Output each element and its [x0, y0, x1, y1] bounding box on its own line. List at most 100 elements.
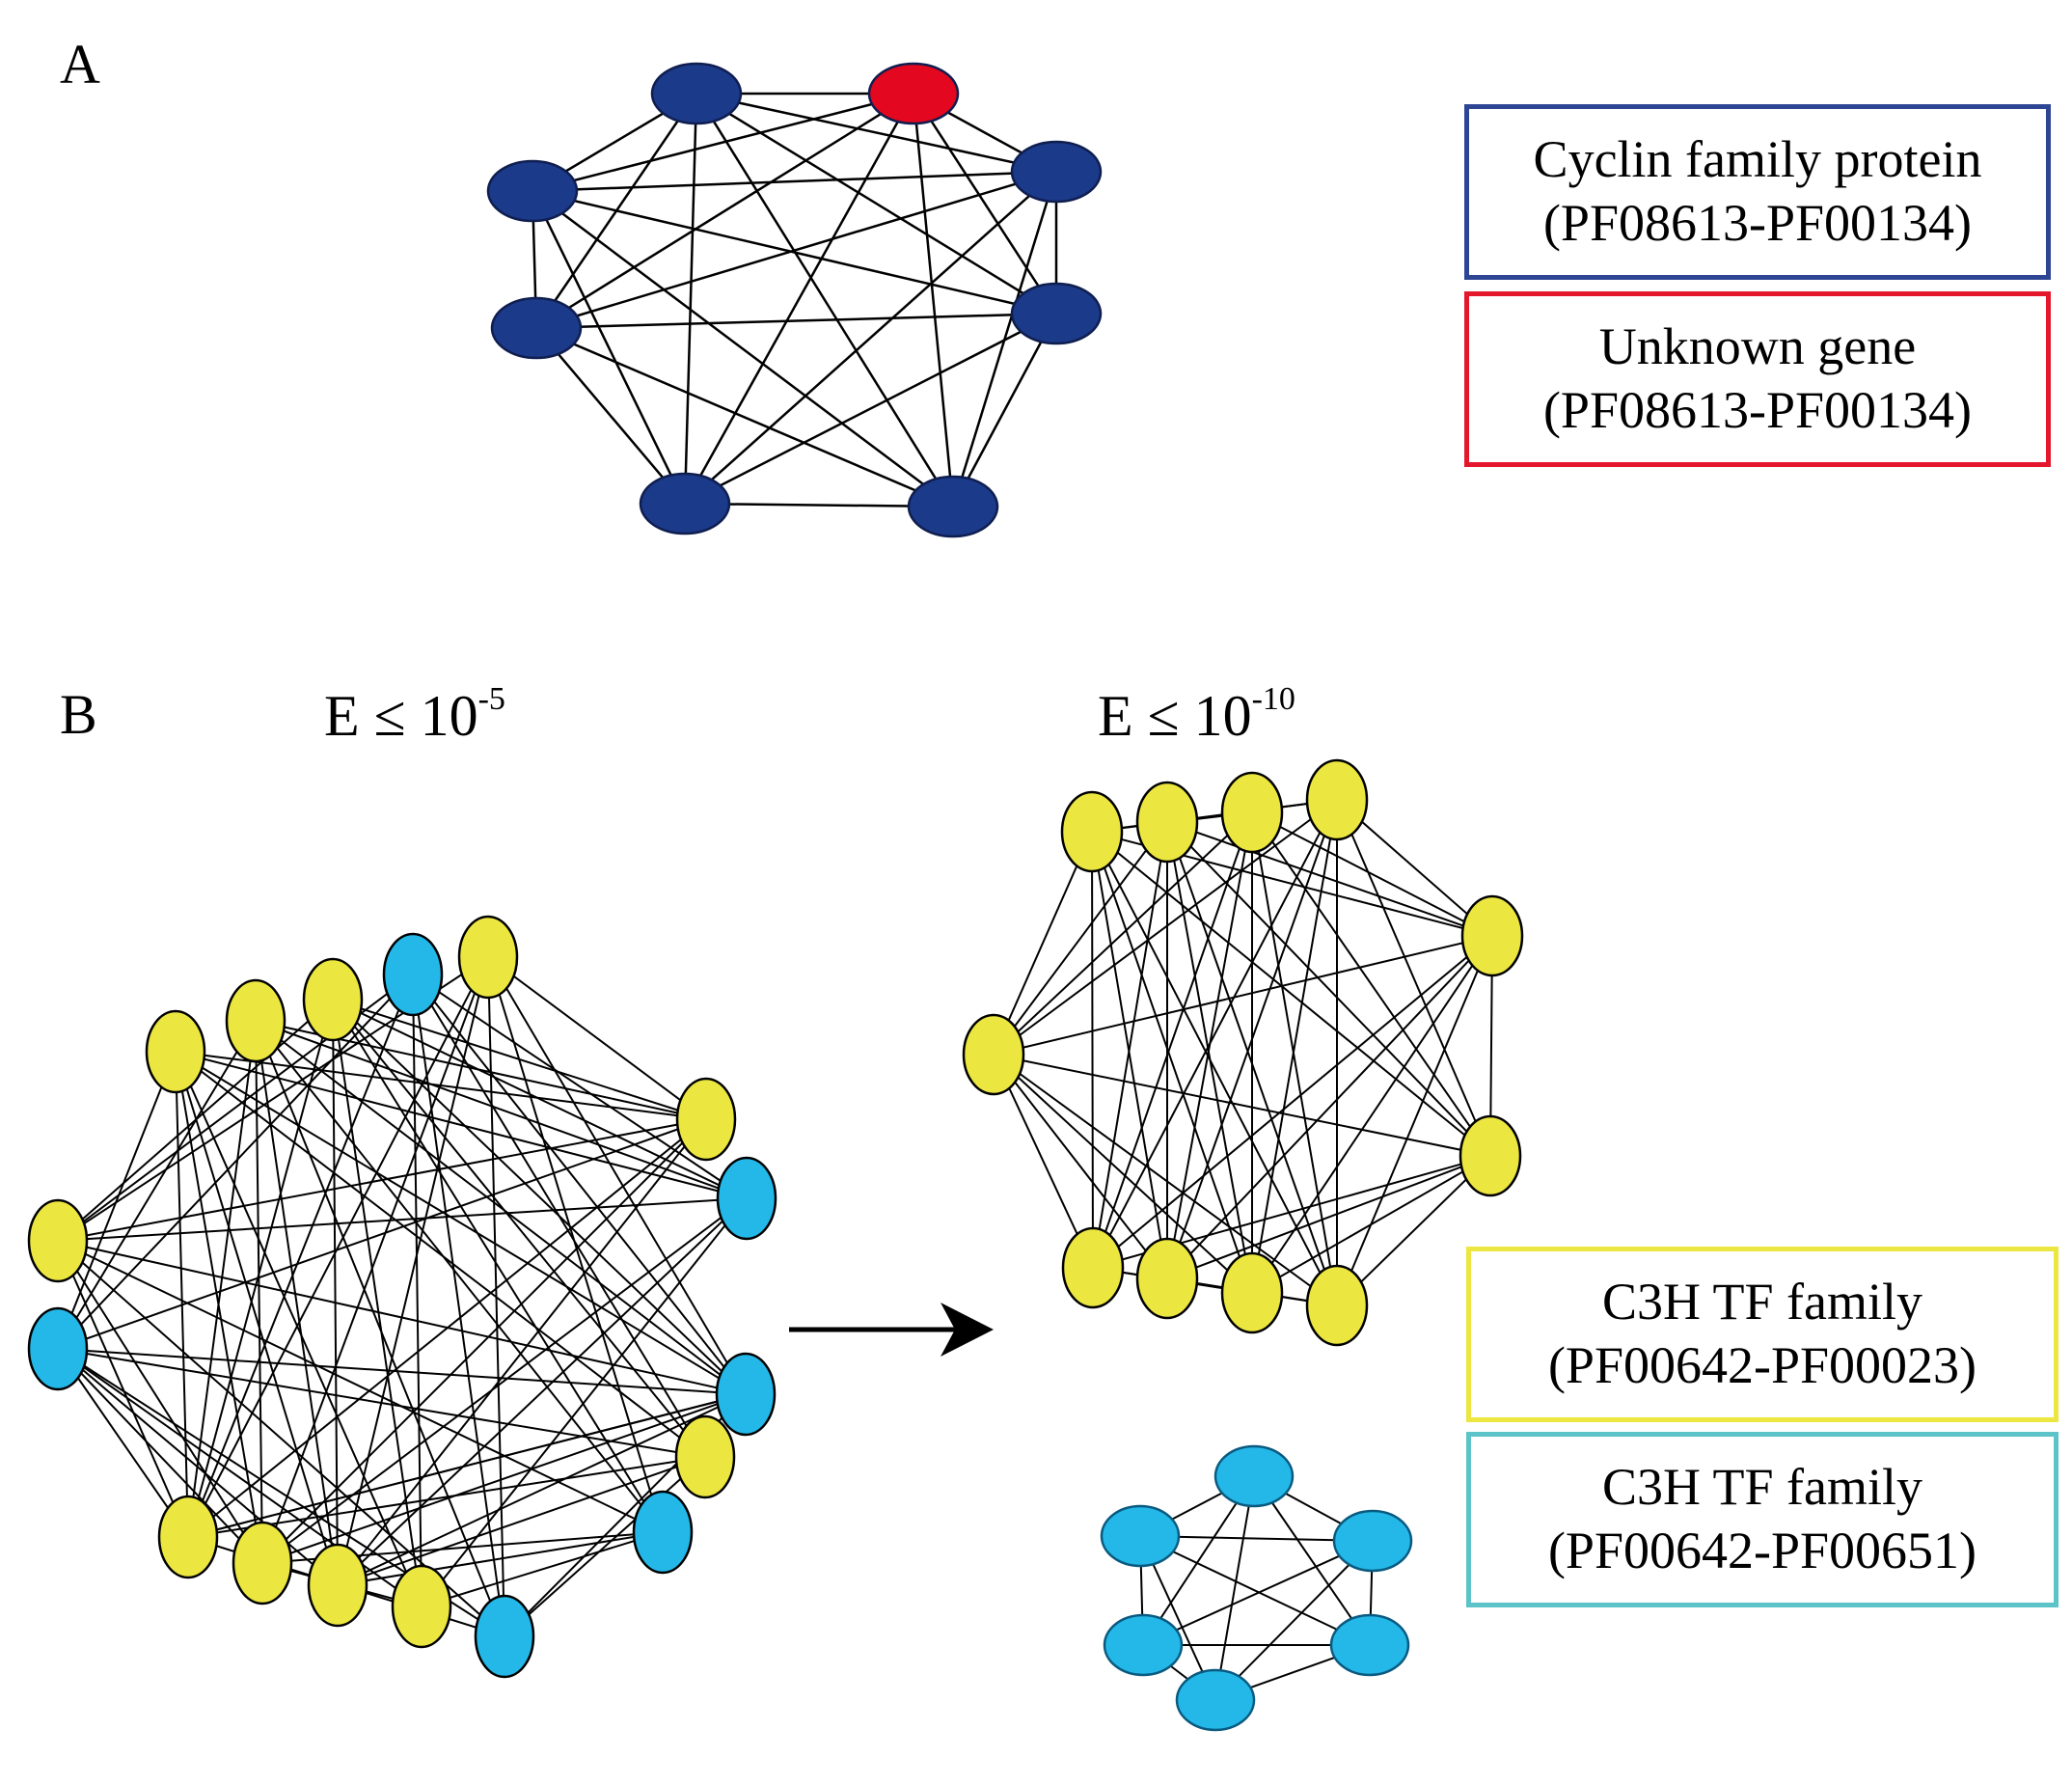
network-a-edge: [535, 326, 954, 508]
network-b-e10-yellow-edge: [1251, 811, 1491, 1157]
network-b-e10-yellow-node: [1220, 1251, 1284, 1334]
network-a-node: [1010, 282, 1103, 345]
network-a-edge: [683, 93, 915, 505]
network-b-e10-blue-edge: [1142, 1475, 1255, 1646]
network-b-e5-node: [715, 1352, 777, 1437]
network-b-e10-yellow-edge: [993, 1054, 1094, 1269]
network-b-e5-edge: [487, 956, 664, 1533]
network-b-e5-edge: [175, 1051, 189, 1538]
network-b-e10-yellow-node: [1460, 894, 1524, 977]
legend-unknown-gene: Unknown gene (PF08613-PF00134): [1464, 291, 2051, 467]
network-a-edge: [532, 170, 1057, 193]
network-b-e5-edge: [175, 1051, 748, 1199]
network-b-e10-yellow-node: [1305, 758, 1369, 841]
network-a-node: [650, 62, 743, 125]
legend-cyclin-name: Cyclin family protein: [1533, 130, 1982, 189]
threshold-right-base: E ≤ 10: [1098, 684, 1252, 748]
network-a-node: [1010, 140, 1103, 204]
network-b-e5-edge: [337, 1456, 706, 1586]
network-b-e10-yellow-edge: [993, 821, 1168, 1056]
network-b-e5-node: [27, 1306, 89, 1391]
network-b-e10-blue-edge: [1214, 1540, 1374, 1701]
network-b-e5-edge: [504, 1456, 706, 1637]
network-b-e10-yellow-edge: [1092, 811, 1253, 1269]
legend-c3h-yellow-domains: (PF00642-PF00023): [1547, 1336, 1977, 1394]
network-b-e5-node: [27, 1198, 89, 1283]
network-b-e5-edge: [412, 974, 706, 1458]
network-b-e10-yellow-edge: [993, 1054, 1491, 1157]
legend-c3h-blue: C3H TF family (PF00642-PF00651): [1466, 1432, 2058, 1607]
transition-arrow: [789, 1303, 994, 1357]
network-b-e5-edge: [255, 1020, 664, 1533]
network-b-e10-yellow-edge: [1251, 1155, 1491, 1294]
network-b-e10-yellow-edge: [1251, 811, 1338, 1306]
network-b-e10-yellow-node: [1135, 1237, 1199, 1320]
network-b-e5-node: [716, 1156, 777, 1241]
network-b-e5-edge: [261, 1197, 748, 1564]
network-b-e5-edge: [421, 1531, 664, 1607]
legend-cyclin-family: Cyclin family protein (PF08613-PF00134): [1464, 104, 2051, 280]
network-b-e5-edge: [261, 956, 489, 1564]
network-b-e5-edge: [57, 1348, 706, 1458]
network-a-edge: [535, 170, 1057, 330]
network-a-edge: [912, 93, 1058, 315]
network-b-e5-edge: [187, 1456, 706, 1538]
network-b-e10-blue-node: [1332, 1509, 1413, 1573]
network-b-e10-blue-edge: [1253, 1475, 1371, 1646]
network-a-edge: [684, 171, 1057, 505]
network-b-e5-edge: [57, 999, 334, 1242]
network-a-edge: [531, 190, 687, 505]
network-a-edge: [532, 92, 914, 193]
network-b-e5-edge: [57, 1348, 339, 1586]
legend-c3h-yellow-name: C3H TF family: [1601, 1273, 1922, 1331]
network-b-e5-edge: [57, 1051, 177, 1350]
network-b-e5-edge: [332, 999, 664, 1533]
network-b-e5-edge: [57, 1348, 189, 1538]
network-b-e5-edge: [332, 999, 707, 1120]
network-b-e10-yellow-edge: [1091, 831, 1491, 1157]
network-a-edge: [532, 189, 1057, 316]
threshold-label-right: E ≤ 10-10: [1098, 683, 1295, 748]
network-a-edge: [532, 190, 954, 508]
network-b-e5-edge: [332, 999, 339, 1586]
network-b-e5-edge: [487, 956, 707, 1120]
network-b-e5-node: [225, 978, 286, 1063]
network-b-e10-yellow-edge: [1166, 821, 1491, 1157]
network-b-e5-edge: [255, 1020, 748, 1199]
network-b-e10-yellow-edge: [993, 1054, 1338, 1306]
network-b-e10-yellow-edge: [1092, 799, 1338, 1269]
network-b-e5-edge: [421, 1197, 748, 1607]
network-b-e5-node: [474, 1594, 535, 1679]
network-b-e5-edge: [187, 1020, 257, 1538]
network-b-e5-edge: [255, 1020, 263, 1564]
network-a-edge: [535, 312, 1057, 330]
network-b-e5-node: [674, 1414, 736, 1499]
network-a-edge: [535, 92, 914, 330]
network-b-e10-yellow-edge: [1166, 1155, 1491, 1279]
network-b-e5-node: [145, 1009, 206, 1094]
network-b-e10-yellow-edge: [993, 799, 1338, 1056]
threshold-label-left: E ≤ 10-5: [324, 683, 505, 746]
network-a-node: [639, 472, 731, 535]
network-b-e10-blue-node: [1329, 1613, 1410, 1677]
network-b-e5-node: [391, 1564, 452, 1649]
network-b-e5-edge: [187, 1393, 747, 1538]
network-b-e5-edge: [261, 1393, 747, 1564]
network-b-e10-yellow-node: [1305, 1264, 1369, 1347]
network-a-edge: [695, 93, 955, 508]
network-b-e5-edge: [332, 999, 423, 1607]
network-b-e5-edge: [487, 956, 747, 1395]
network-b-e5-edge: [337, 1118, 707, 1586]
network-b-e5-edge: [57, 1240, 747, 1395]
network-b-e5-edge: [57, 1348, 747, 1395]
network-a-edge: [683, 93, 698, 505]
network-b-e5-edge: [332, 999, 706, 1458]
network-b-e10-blue-cluster: [1100, 1444, 1413, 1732]
network-b-e10-yellow-edge: [993, 1054, 1253, 1294]
network-b-e5-edge: [332, 999, 748, 1199]
network-b-e5-edge: [57, 1197, 748, 1242]
panel-label-b: B: [60, 683, 97, 746]
network-b-e5-node: [382, 932, 444, 1017]
legend-c3h-blue-domains: (PF00642-PF00651): [1547, 1522, 1977, 1579]
